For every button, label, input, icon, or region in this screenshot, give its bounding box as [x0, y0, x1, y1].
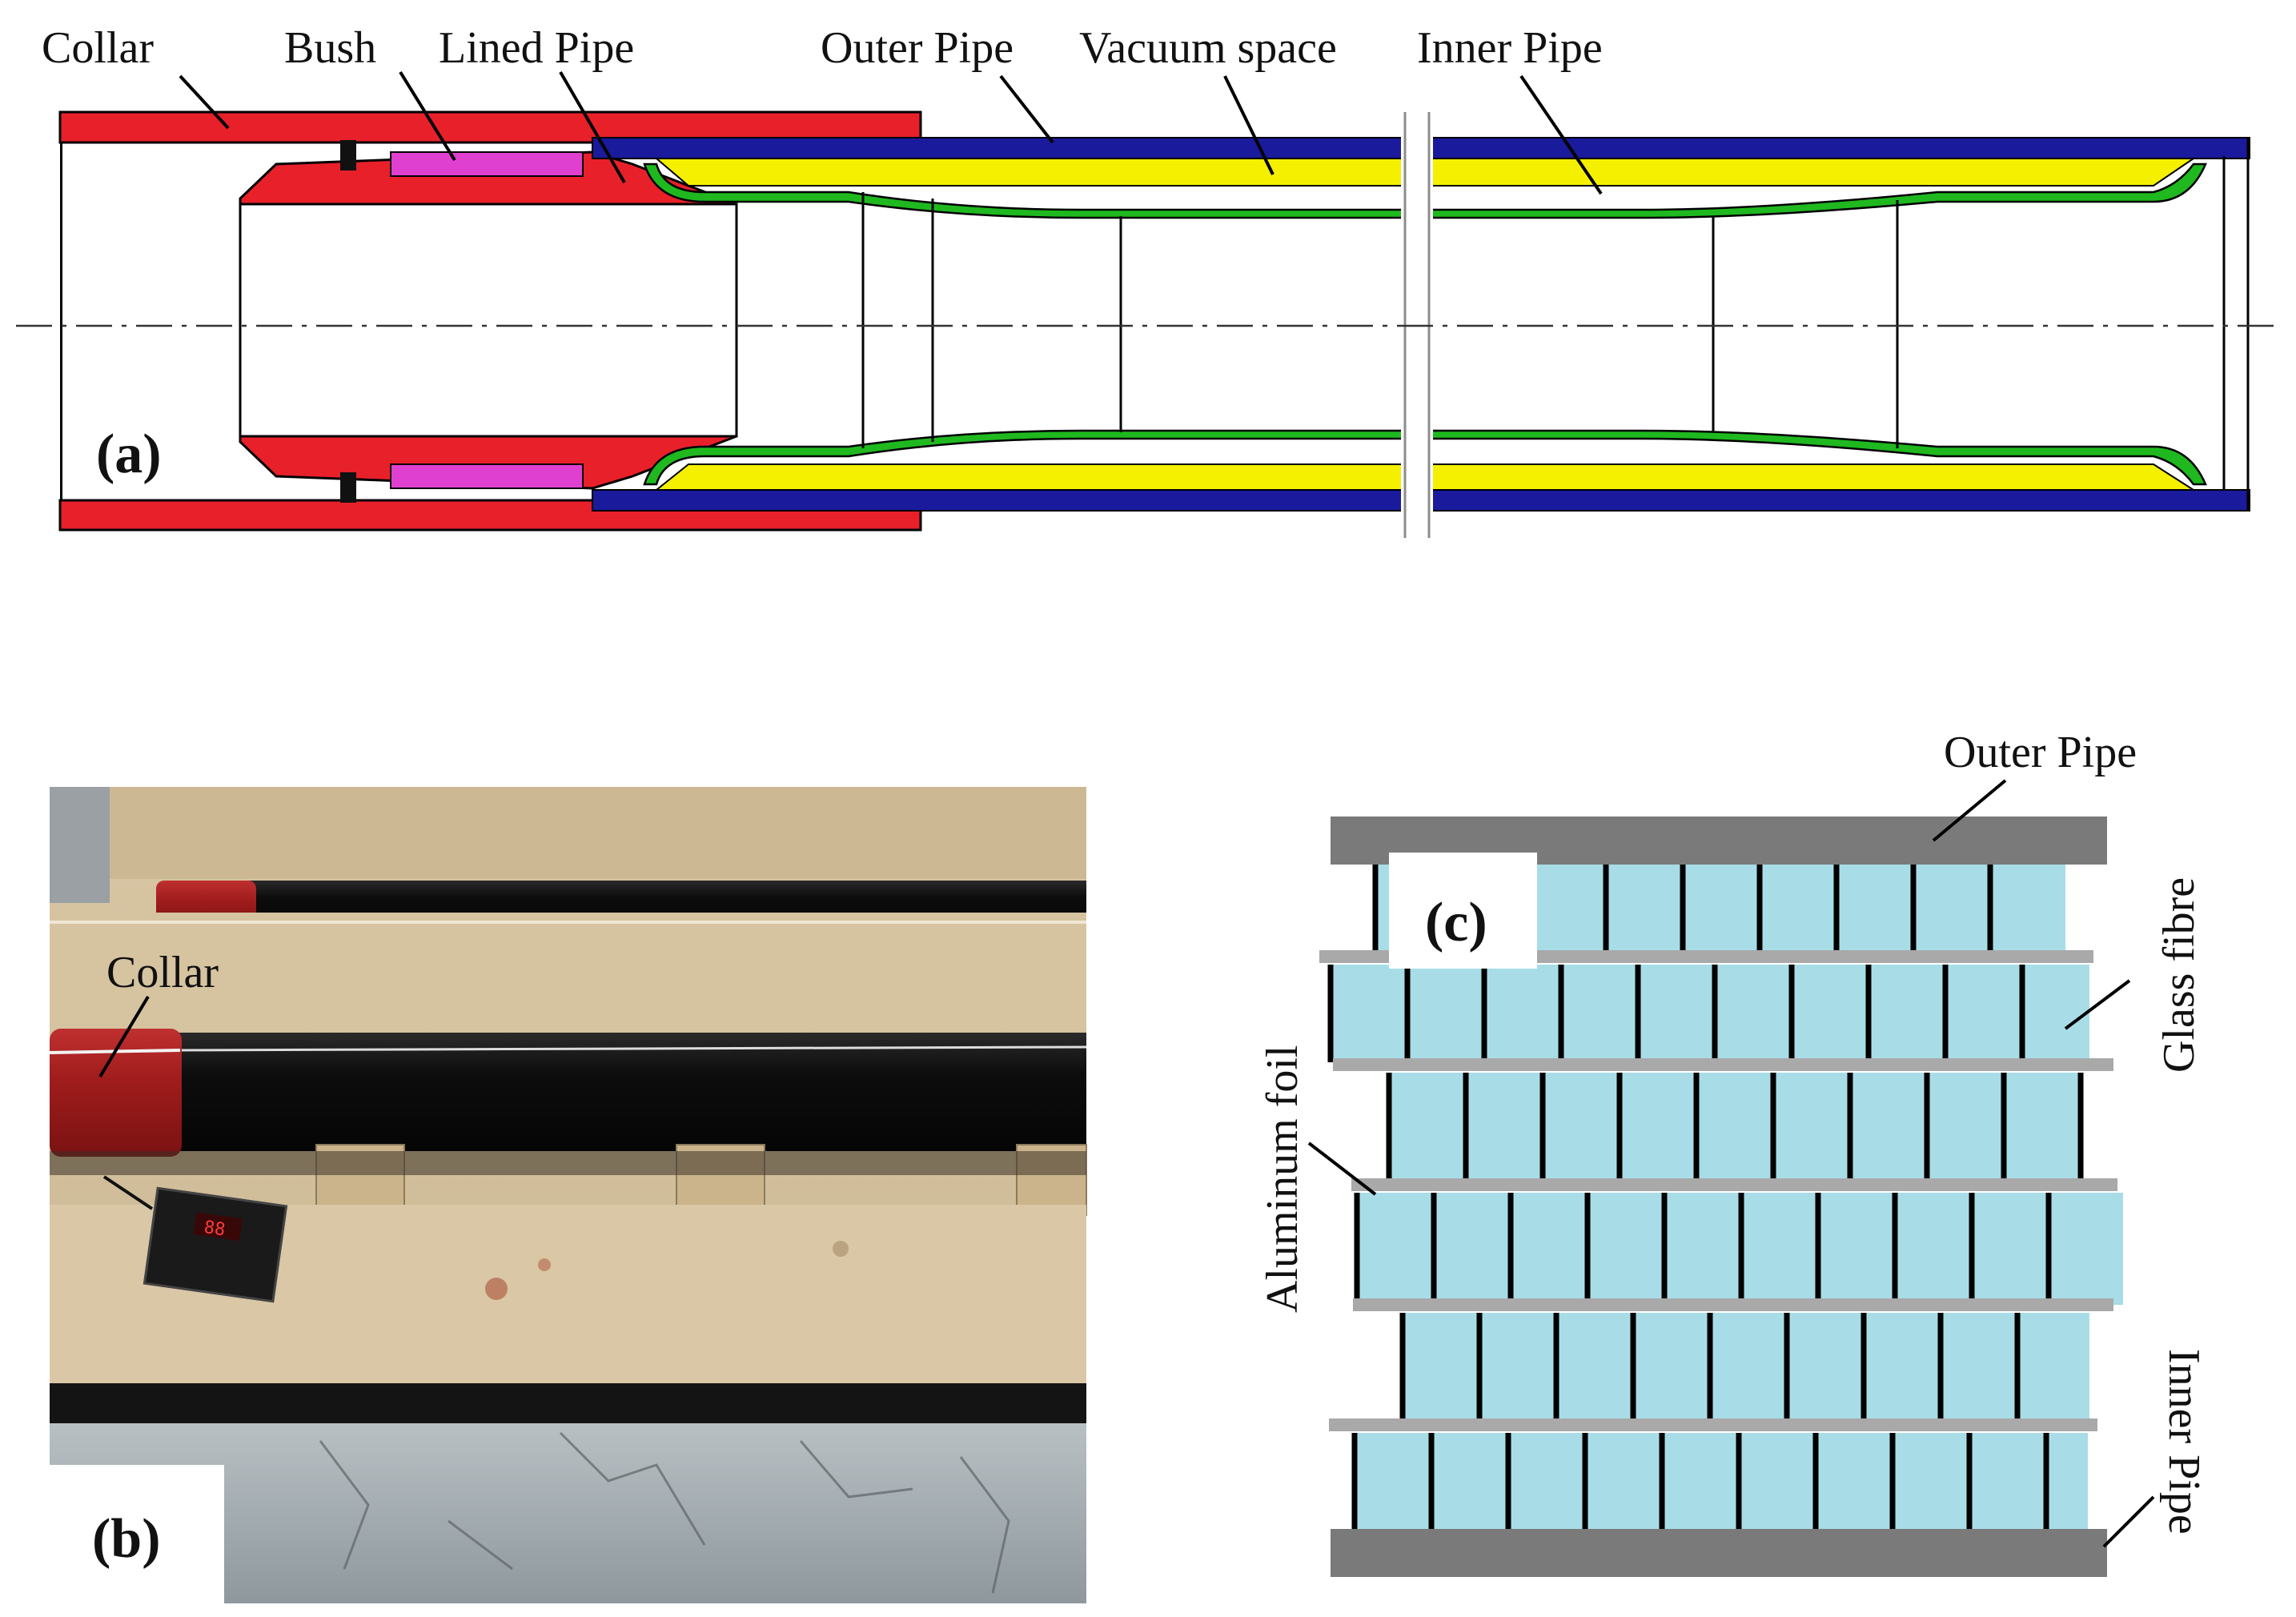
inner-pipe-bottom — [643, 429, 2207, 486]
glass-fibre-layer — [1355, 1433, 2088, 1529]
panel-a-pipe-section — [16, 108, 2282, 540]
panel-b-tag: (b) — [92, 1508, 161, 1570]
aluminum-foil-layer — [1333, 1058, 2113, 1071]
meter-body — [142, 1186, 288, 1303]
panel-a-tag: (a) — [96, 423, 162, 485]
panel-a-labels: Collar Bush Lined Pipe Outer Pipe Vacuum… — [42, 23, 1603, 485]
floor-shadow — [50, 1383, 1086, 1423]
panel-c-tag-box — [1389, 853, 1537, 969]
aluminum-foil-layer — [1351, 1178, 2117, 1191]
inner-pipe-top — [643, 163, 2207, 219]
main-pipe — [160, 1033, 1086, 1151]
meter-cable — [102, 1175, 154, 1210]
panel-b-tag-box — [50, 1465, 224, 1603]
leader-lines-a — [179, 70, 1603, 195]
left-opening-outline — [60, 112, 62, 528]
aluminum-foil-layer — [1353, 1298, 2113, 1311]
meter-readout: 88 — [203, 1218, 227, 1240]
panel-c-insulation-layers: (c) Outer Pipe Glass fibre Aluminum foil… — [1258, 728, 2209, 1577]
leader-inner-pipe-c — [2102, 1495, 2155, 1548]
floor-cracks — [319, 1431, 1010, 1594]
shadow-gap — [50, 1151, 1086, 1175]
stain-1 — [485, 1278, 508, 1300]
seal-block-top — [340, 140, 356, 171]
stain-3 — [833, 1241, 849, 1257]
meter-display — [193, 1212, 243, 1242]
leader-outer-pipe-c — [1932, 779, 2007, 842]
middle-board — [50, 913, 1086, 1031]
label-aluminum-foil: Aluminum foil — [1258, 1045, 1307, 1313]
label-collar-b: Collar — [106, 948, 219, 997]
main-pipe-highlight — [167, 1045, 1087, 1052]
inner-pipe-wall — [1331, 1529, 2107, 1577]
glass-fibre-layer — [1389, 1073, 2083, 1185]
stain-2 — [538, 1258, 551, 1271]
bush-bottom — [390, 463, 584, 489]
label-inner-pipe-c: Inner Pipe — [2159, 1349, 2209, 1535]
label-vacuum-space: Vacuum space — [1079, 23, 1337, 73]
label-collar: Collar — [42, 23, 154, 73]
glass-fibre-layer — [1331, 965, 2089, 1062]
glass-fibre-layer — [1403, 1313, 2089, 1425]
panel-b-photo: 88 Collar (b) — [49, 787, 1087, 1603]
aluminum-foil-layer — [1329, 1418, 2097, 1431]
label-bush: Bush — [284, 23, 376, 73]
label-outer-pipe-c: Outer Pipe — [1944, 728, 2137, 777]
label-outer-pipe-a: Outer Pipe — [821, 23, 1014, 73]
section-lines — [735, 138, 2250, 511]
main-collar — [50, 1029, 182, 1157]
back-board — [50, 787, 1086, 879]
seal-block-bottom — [340, 472, 356, 503]
leader-collar-b — [98, 995, 150, 1078]
section-break-gap — [1401, 108, 1433, 540]
leader-glass-fibre — [2064, 979, 2131, 1030]
panel-c-tag: (c) — [1425, 892, 1487, 953]
vacuum-meter: 88 — [102, 1175, 288, 1303]
label-glass-fibre: Glass fibre — [2154, 877, 2204, 1073]
bush-top — [390, 151, 584, 177]
lined-pipe-bore — [239, 203, 738, 438]
label-lined-pipe: Lined Pipe — [439, 23, 634, 73]
left-wall-strip — [50, 787, 110, 903]
label-inner-pipe-a: Inner Pipe — [1417, 23, 1603, 73]
leader-aluminum-foil — [1307, 1142, 1377, 1196]
